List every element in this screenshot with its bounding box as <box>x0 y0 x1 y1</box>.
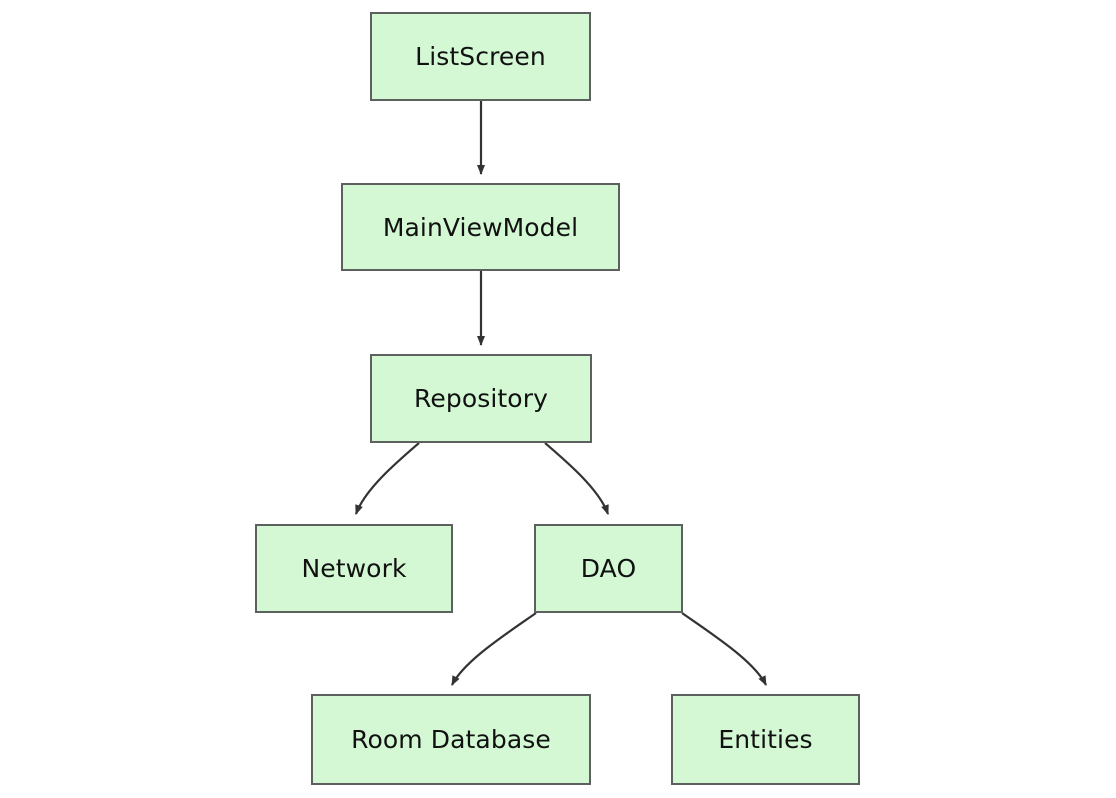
edge-dao-room-database <box>451 612 537 686</box>
node-room-database[interactable]: Room Database <box>311 694 591 785</box>
node-label-network: Network <box>301 554 407 583</box>
node-list-screen[interactable]: ListScreen <box>370 12 591 101</box>
edge-dao-entities <box>681 612 767 686</box>
node-label-dao: DAO <box>580 554 637 583</box>
node-label-room-database: Room Database <box>351 725 551 754</box>
node-dao[interactable]: DAO <box>534 524 683 613</box>
node-label-repository: Repository <box>414 384 548 413</box>
edge-repository-dao <box>544 442 610 515</box>
node-label-entities: Entities <box>718 725 813 754</box>
edge-repository-network <box>354 442 420 515</box>
node-main-view-model[interactable]: MainViewModel <box>341 183 620 271</box>
node-repository[interactable]: Repository <box>370 354 592 443</box>
node-label-list-screen: ListScreen <box>415 42 546 71</box>
node-network[interactable]: Network <box>255 524 453 613</box>
node-entities[interactable]: Entities <box>671 694 860 785</box>
node-label-main-view-model: MainViewModel <box>382 212 579 242</box>
